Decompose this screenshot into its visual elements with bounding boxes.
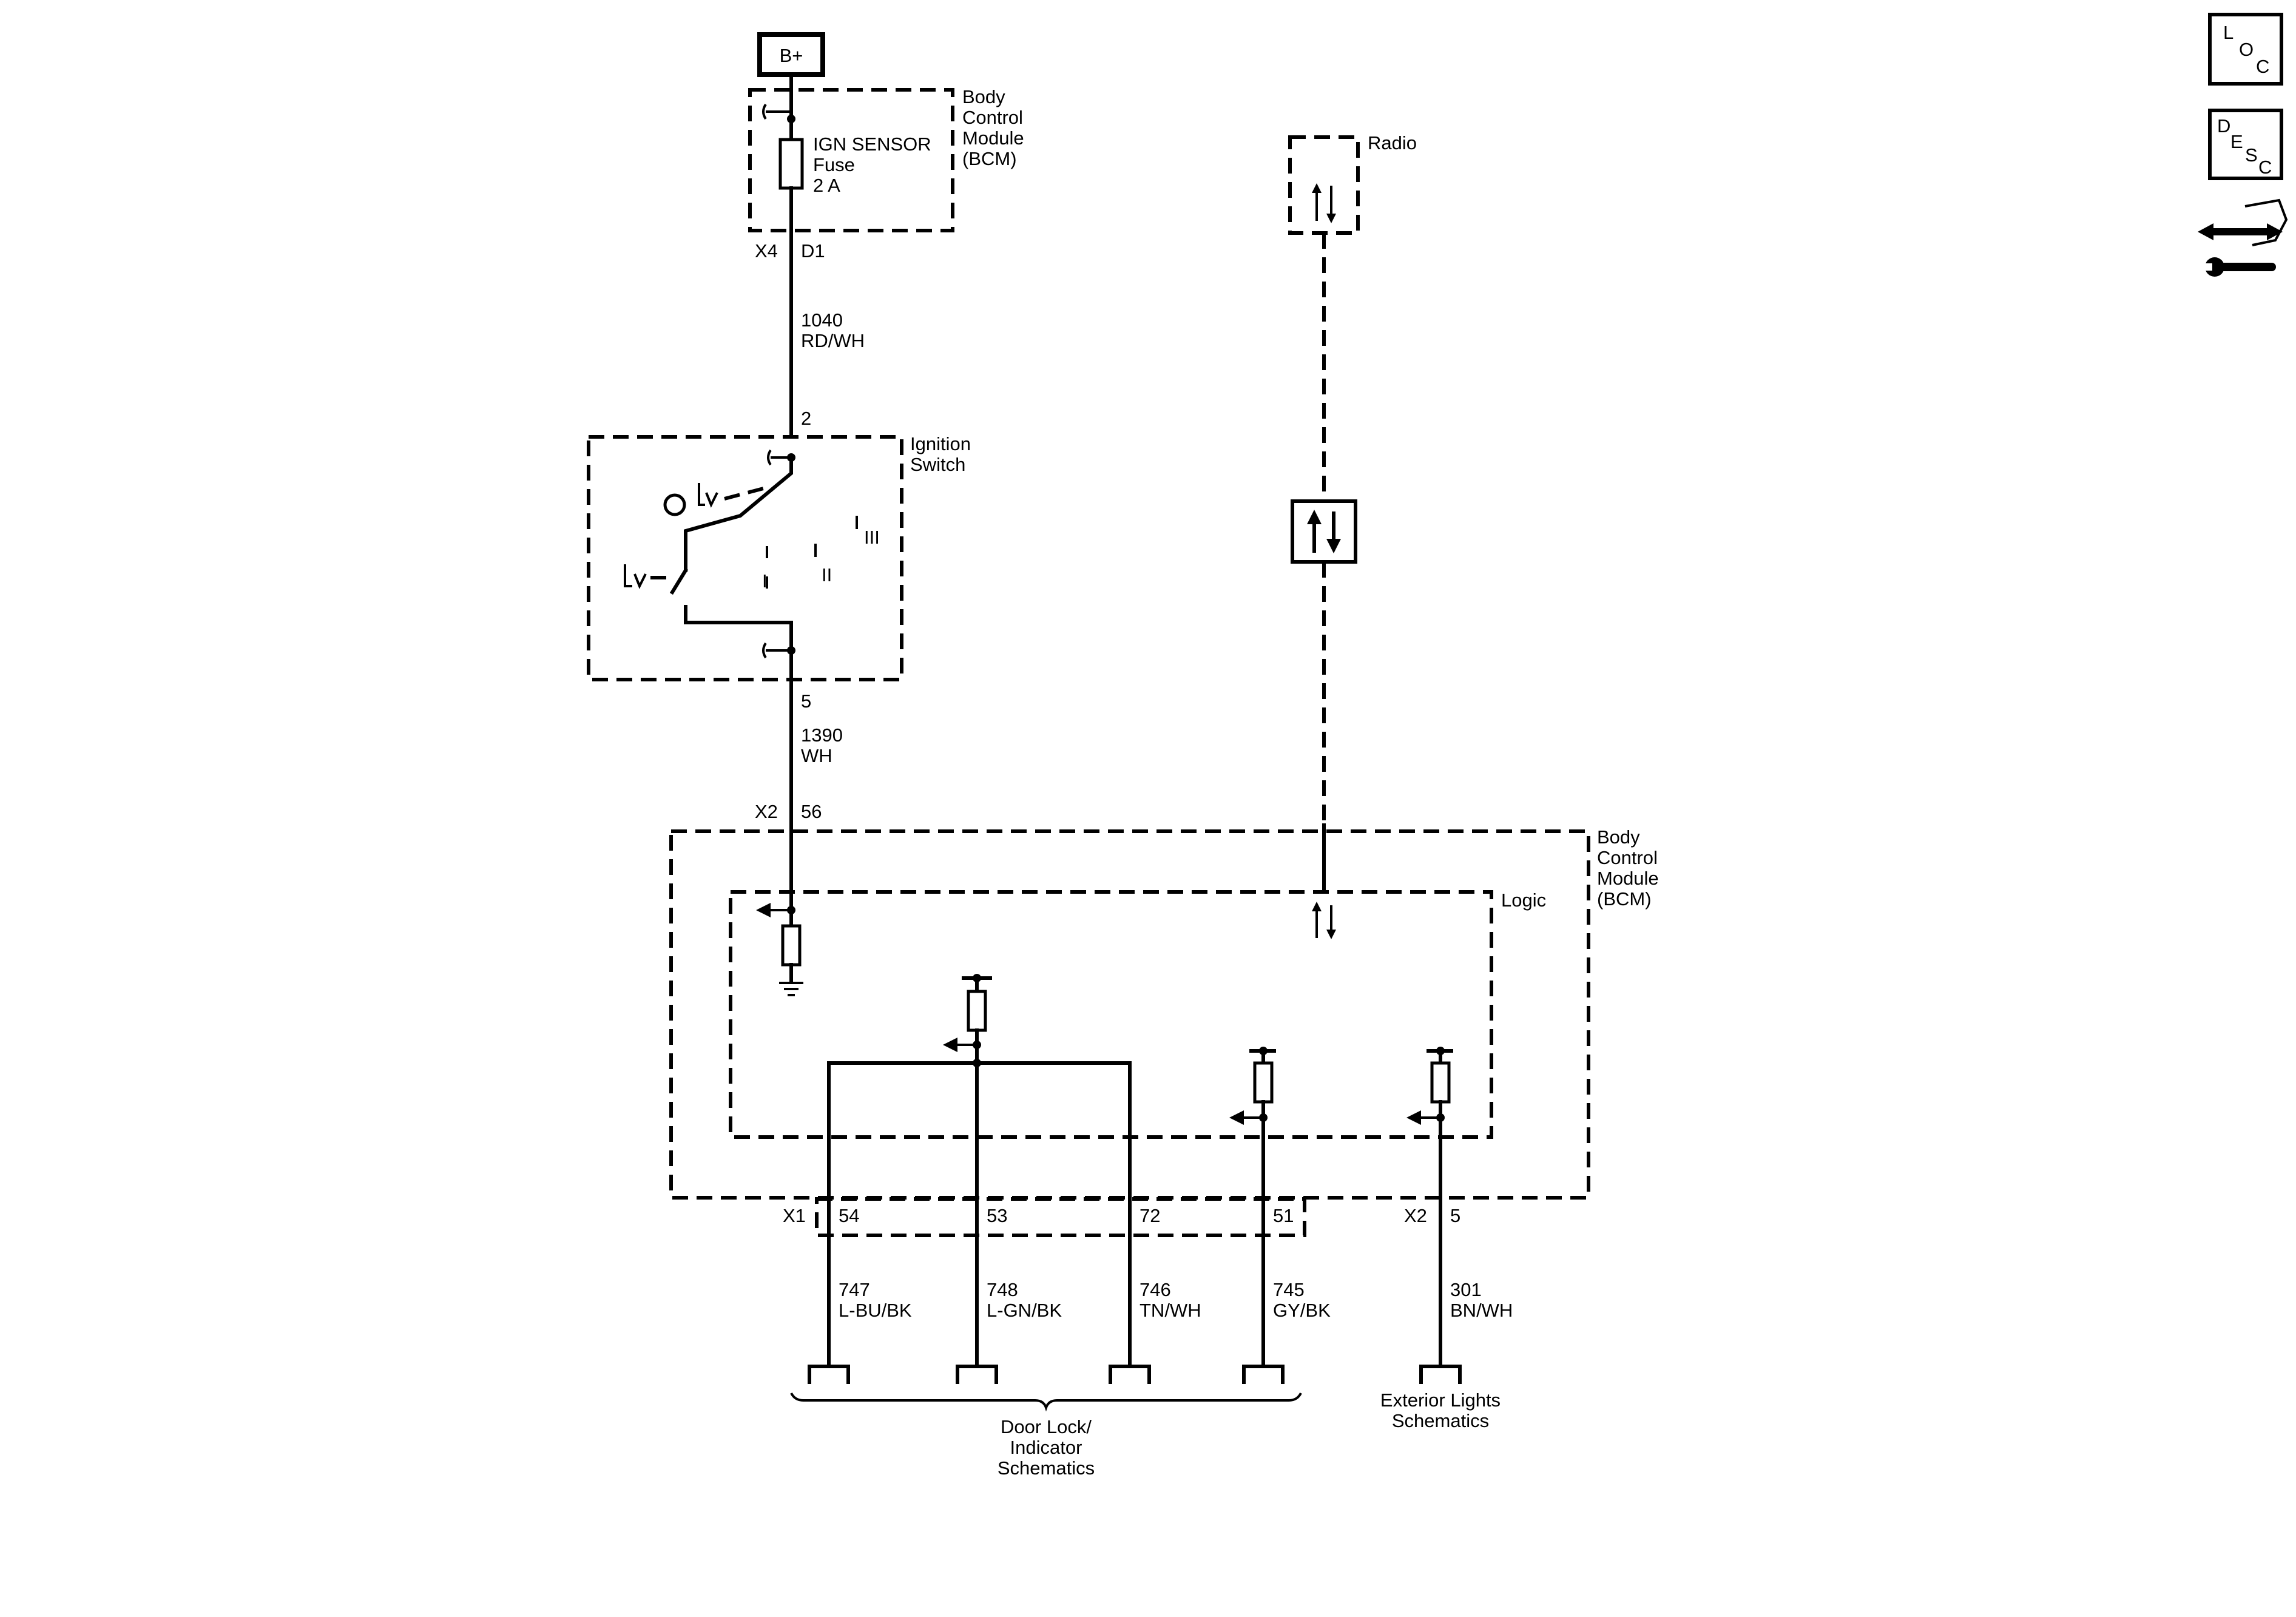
- bcm-bottom-enclosure: [669, 829, 1590, 1200]
- bcm-top-connector-symbol: [762, 103, 791, 120]
- bcm-top-label-3: Module: [962, 127, 1024, 149]
- connector-repair-icon[interactable]: [2198, 198, 2288, 277]
- desc-icon-letter-3: S: [2245, 144, 2258, 166]
- ignition-switch-contact: [684, 456, 793, 572]
- battery-positive-source: B+: [757, 32, 825, 77]
- radio-label: Radio: [1368, 132, 1417, 154]
- wire-747-color: L-BU/BK: [839, 1300, 912, 1321]
- desc-icon-letter-1: D: [2217, 115, 2230, 137]
- bcm-bottom-label-2: Control: [1597, 847, 1658, 868]
- wire-748-circuit: 748: [987, 1279, 1018, 1300]
- loc-icon-letter-1: L: [2223, 22, 2234, 43]
- ignition-position-1: I: [762, 570, 768, 592]
- radio-enclosure: [1288, 135, 1360, 235]
- ignition-switch-label-1: Ignition: [910, 433, 971, 454]
- pin-54-label: 54: [839, 1205, 859, 1226]
- loc-icon-letter-3: C: [2256, 56, 2269, 77]
- door-lock-label-2: Indicator: [1010, 1437, 1082, 1458]
- x1-connector-label: X1: [783, 1205, 806, 1226]
- wire-1390-circuit: 1390: [801, 724, 843, 746]
- wire-1040-color: RD/WH: [801, 330, 865, 351]
- ignition-switch-label: Ignition Switch: [910, 433, 971, 475]
- ignition-position-3: III: [864, 527, 880, 548]
- driver-301: [1406, 1047, 1453, 1125]
- x4-connector-label: X4: [755, 240, 778, 262]
- bcm-top-label-2: Control: [962, 107, 1023, 128]
- ignition-switch-label-2: Switch: [910, 454, 965, 475]
- desc-icon[interactable]: D E S C: [2208, 109, 2283, 180]
- wire-301-circuit: 301: [1450, 1279, 1482, 1300]
- bcm-bottom-label-3: Module: [1597, 868, 1659, 889]
- battery-positive-label: B+: [780, 45, 803, 66]
- bcm-top-label-4: (BCM): [962, 148, 1017, 169]
- pin-72-label: 72: [1140, 1205, 1160, 1226]
- harness-terminals: [808, 1365, 1462, 1384]
- wire-1390-color: WH: [801, 745, 832, 766]
- exterior-lights-label-1: Exterior Lights: [1380, 1389, 1501, 1411]
- wire-745-circuit: 745: [1273, 1279, 1305, 1300]
- desc-icon-letter-4: C: [2258, 157, 2272, 178]
- loc-icon[interactable]: L O C: [2208, 13, 2283, 86]
- door-lock-brace: [790, 1393, 1302, 1412]
- wire-746-color: TN/WH: [1140, 1300, 1201, 1321]
- x2-input-connector-label: X2: [755, 801, 778, 822]
- ign-sensor-fuse: [778, 138, 804, 190]
- driver-745: [1229, 1047, 1276, 1125]
- ignition-pin-in-label: 2: [801, 408, 811, 429]
- logic-label: Logic: [1501, 890, 1546, 911]
- bcm-top-label-1: Body: [962, 86, 1005, 107]
- door-lock-destination: Door Lock/ Indicator Schematics: [998, 1416, 1095, 1479]
- loc-icon-letter-2: O: [2239, 39, 2254, 60]
- pin-5-label: 5: [1450, 1205, 1460, 1226]
- wire-1040-circuit: 1040: [801, 309, 843, 331]
- logic-enclosure: [729, 890, 1493, 1139]
- wire-748-color: L-GN/BK: [987, 1300, 1062, 1321]
- output-wires: [827, 1061, 1442, 1368]
- fuse-label-1: IGN SENSOR: [813, 133, 931, 155]
- ignition-pin-out-label: 5: [801, 690, 811, 712]
- bcm-bottom-label-4: (BCM): [1597, 888, 1652, 910]
- ignition-off-symbol: [663, 493, 686, 516]
- exterior-lights-label-2: Schematics: [1392, 1410, 1489, 1431]
- wire-301-color: BN/WH: [1450, 1300, 1513, 1321]
- pin-53-label: 53: [987, 1205, 1007, 1226]
- ignition-position-2: II: [822, 564, 832, 586]
- ignition-input-circuit: [756, 903, 803, 996]
- serial-data-inline-icon: [1291, 499, 1357, 564]
- ignition-switch-enclosure: [587, 435, 903, 681]
- door-lock-label-1: Door Lock/: [1001, 1416, 1092, 1437]
- bcm-bottom-label-1: Body: [1597, 826, 1640, 848]
- wire-745-color: GY/BK: [1273, 1300, 1331, 1321]
- fuse-label-2: Fuse: [813, 154, 855, 175]
- fuse-label-3: 2 A: [813, 175, 840, 196]
- x2-input-pin-label: 56: [801, 801, 822, 822]
- logic-serial-data-icon: [1312, 902, 1336, 939]
- desc-icon-letter-2: E: [2230, 131, 2243, 152]
- fuse-label: IGN SENSOR Fuse 2 A: [813, 133, 931, 196]
- d1-pin-label: D1: [801, 240, 825, 262]
- bcm-top-label: Body Control Module (BCM): [962, 86, 1024, 169]
- bcm-top-enclosure: [748, 88, 954, 232]
- exterior-lights-destination: Exterior Lights Schematics: [1380, 1389, 1501, 1431]
- bcm-bottom-label: Body Control Module (BCM): [1597, 826, 1659, 910]
- radio-serial-data-icon: [1312, 183, 1336, 223]
- ignition-run-symbol: [698, 483, 718, 508]
- pin-51-label: 51: [1273, 1205, 1294, 1226]
- wire-747-circuit: 747: [839, 1279, 870, 1300]
- wire-746-circuit: 746: [1140, 1279, 1171, 1300]
- x2-output-connector-label: X2: [1404, 1205, 1427, 1226]
- x1-connector-box: [815, 1197, 1306, 1237]
- door-lock-label-3: Schematics: [998, 1457, 1095, 1479]
- ignition-start-symbol: [624, 564, 647, 589]
